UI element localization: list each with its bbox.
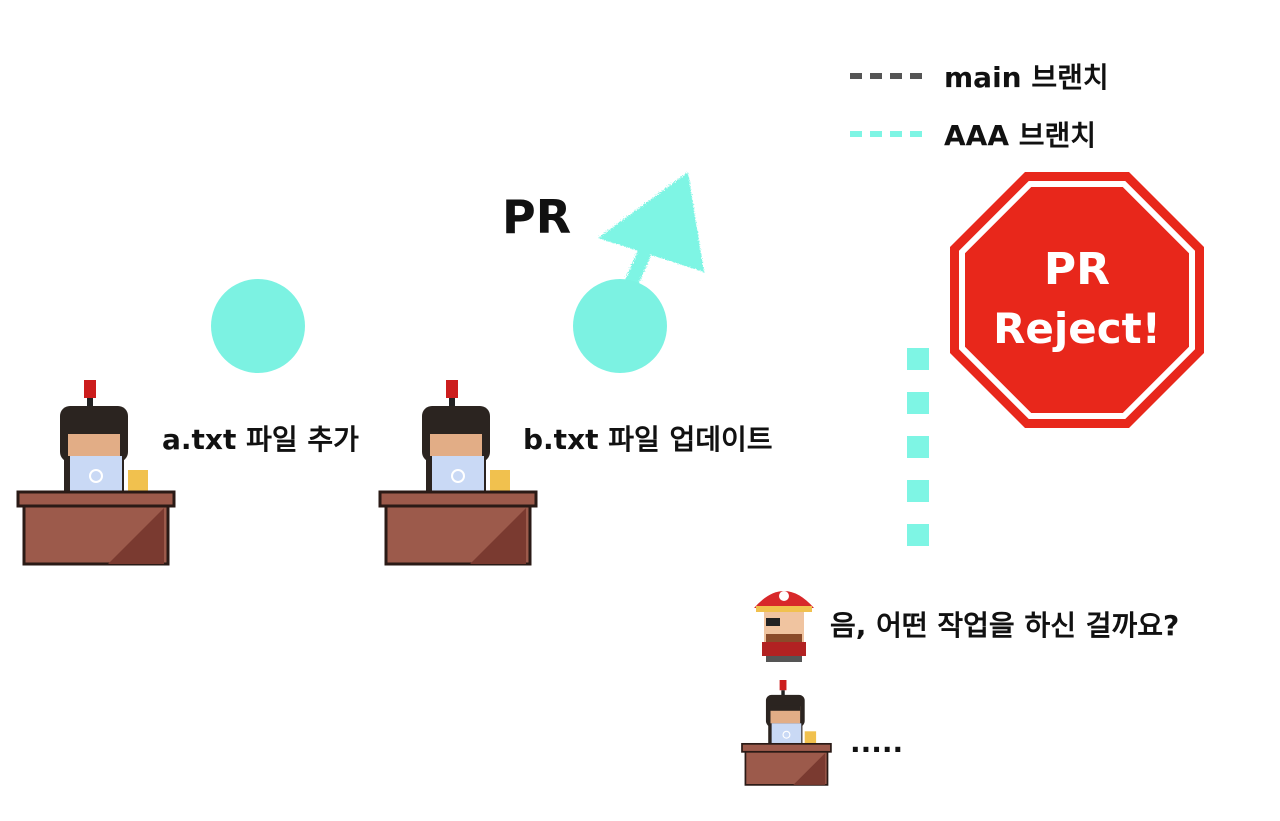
- legend-main: main 브랜치: [850, 56, 1109, 96]
- review-connector: [907, 348, 929, 546]
- legend-feature-label: AAA 브랜치: [944, 119, 1097, 152]
- developer-avatar-1: [16, 380, 176, 566]
- commit-label-1: a.txt 파일 추가: [162, 423, 359, 456]
- developer-avatar-2: [378, 380, 538, 566]
- reject-sign-line2: Reject!: [993, 304, 1161, 353]
- developer-reply: .....: [850, 726, 904, 759]
- reject-stop-sign: [950, 172, 1204, 428]
- commit-label-2: b.txt 파일 업데이트: [523, 423, 773, 456]
- legend-main-swatch: [850, 73, 922, 79]
- pr-label: PR: [502, 190, 572, 244]
- legend-feature: AAA 브랜치: [850, 114, 1096, 154]
- reviewer-question: 음, 어떤 작업을 하신 걸까요?: [830, 609, 1180, 642]
- reject-sign-line1: PR: [1043, 244, 1111, 295]
- legend-main-label: main 브랜치: [944, 61, 1109, 94]
- legend-feature-swatch: [850, 131, 922, 137]
- commit-node-2[interactable]: [573, 279, 667, 373]
- reviewer-pirate-avatar: [754, 591, 814, 662]
- developer-avatar-3: [741, 680, 832, 786]
- commit-node-1[interactable]: [211, 279, 305, 373]
